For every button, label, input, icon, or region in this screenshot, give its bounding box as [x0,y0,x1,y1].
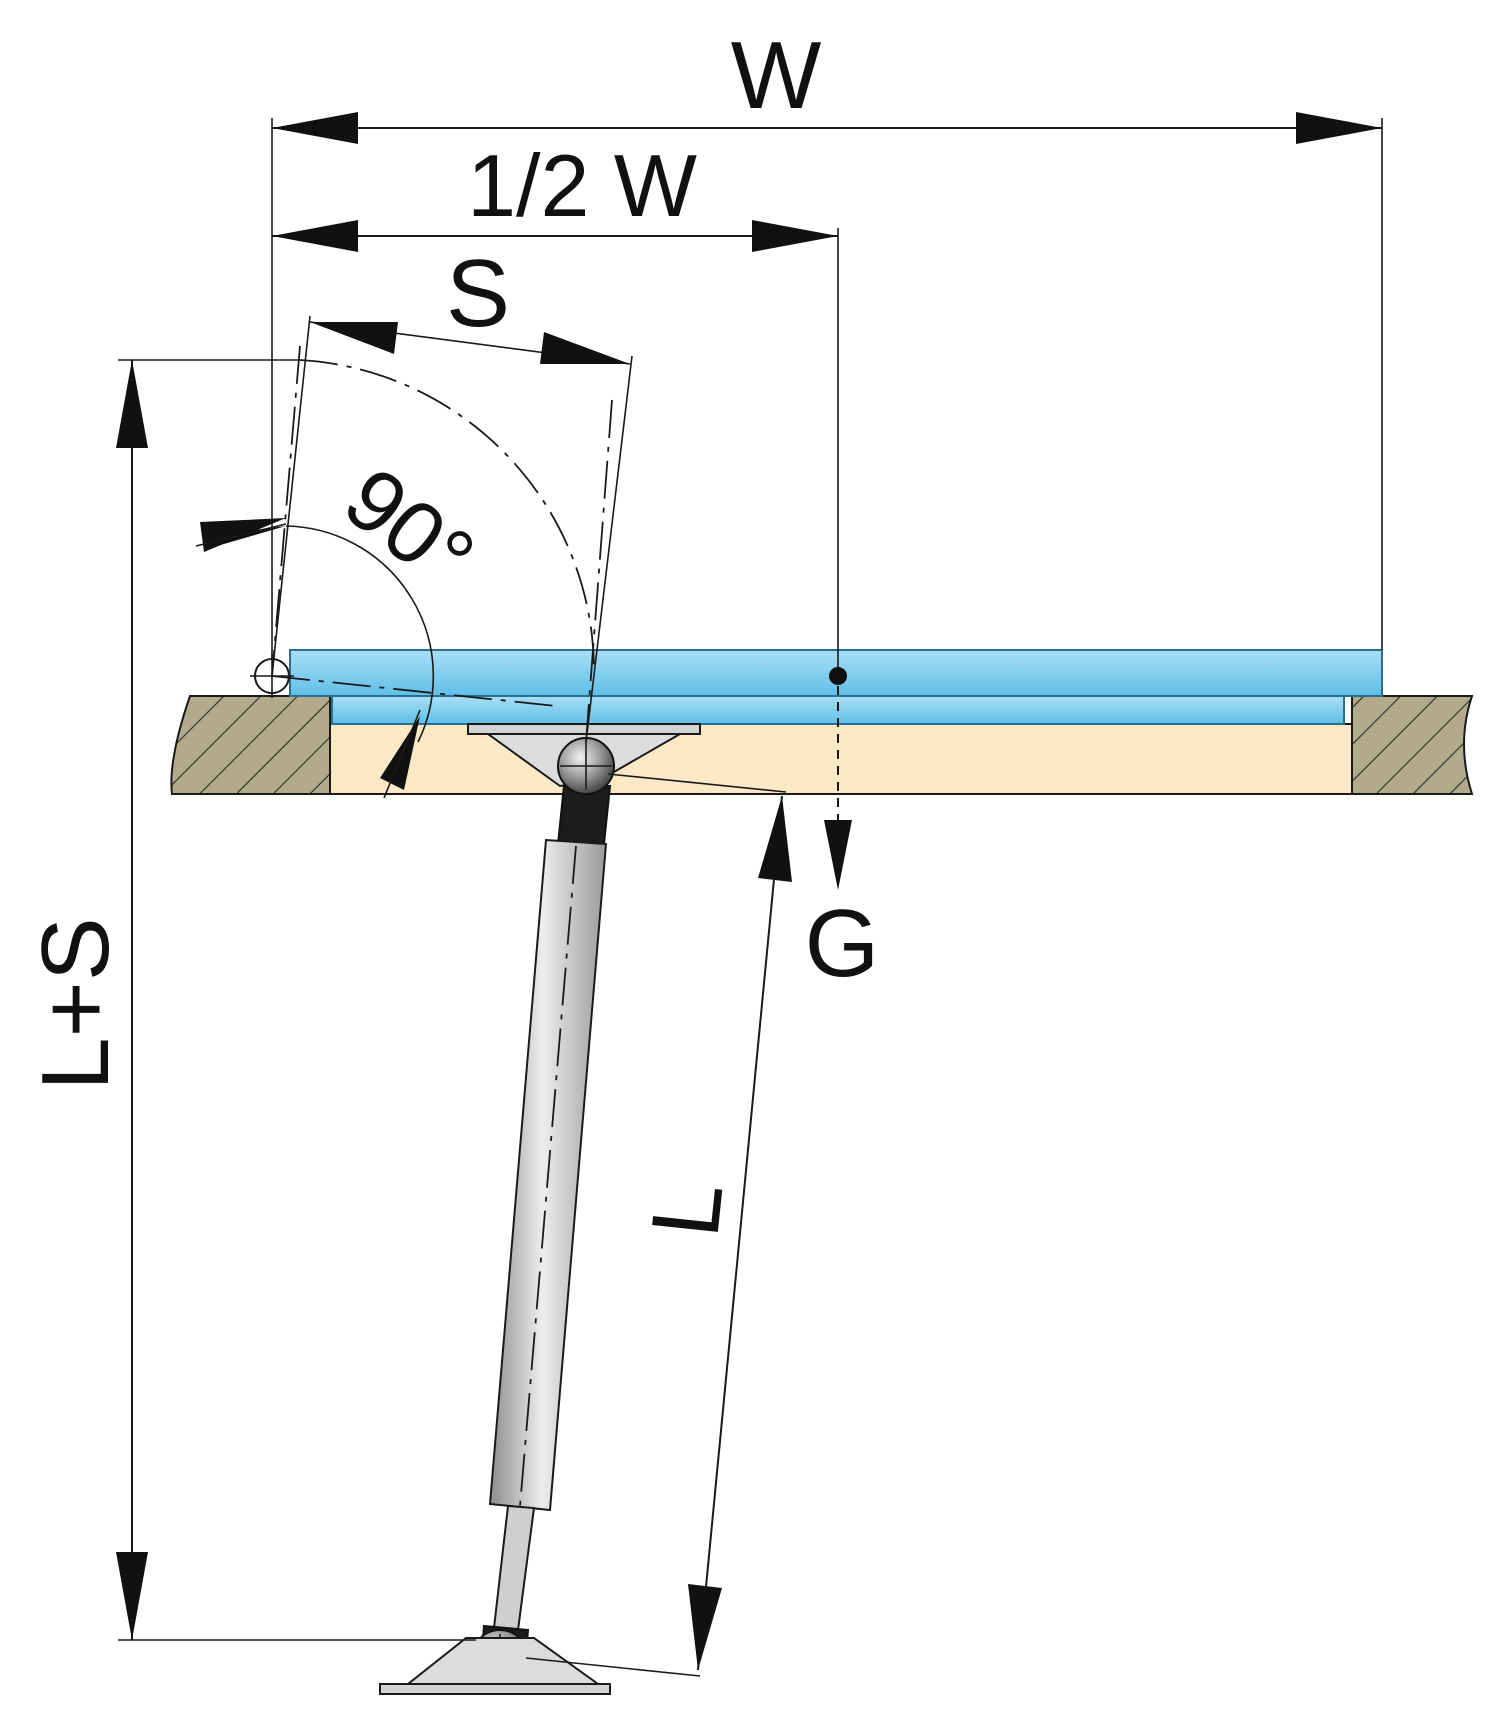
label-l-plus-s: L+S [22,917,129,1090]
left-wall [170,695,331,795]
gravity-marker: G [805,667,880,997]
label-s: S [446,240,510,347]
dimension-l: L [525,773,792,1677]
label-l: L [632,1178,744,1242]
swing-arcs [271,345,613,743]
dimension-l-plus-s: L+S [22,359,476,1641]
piston-rod [492,1504,536,1632]
dimension-half-w: 1/2 W [272,136,839,676]
label-g: G [805,890,880,997]
dimension-w: W [271,22,1383,660]
dimension-s: S [271,240,633,743]
label-w: W [731,22,822,129]
center-of-gravity-icon [829,667,847,685]
label-angle: 90° [327,448,493,608]
label-half-w: 1/2 W [467,136,697,235]
gas-spring [471,737,615,1687]
lid [289,649,1383,725]
lower-mount-bracket [379,1637,611,1695]
right-wall [1351,695,1474,795]
